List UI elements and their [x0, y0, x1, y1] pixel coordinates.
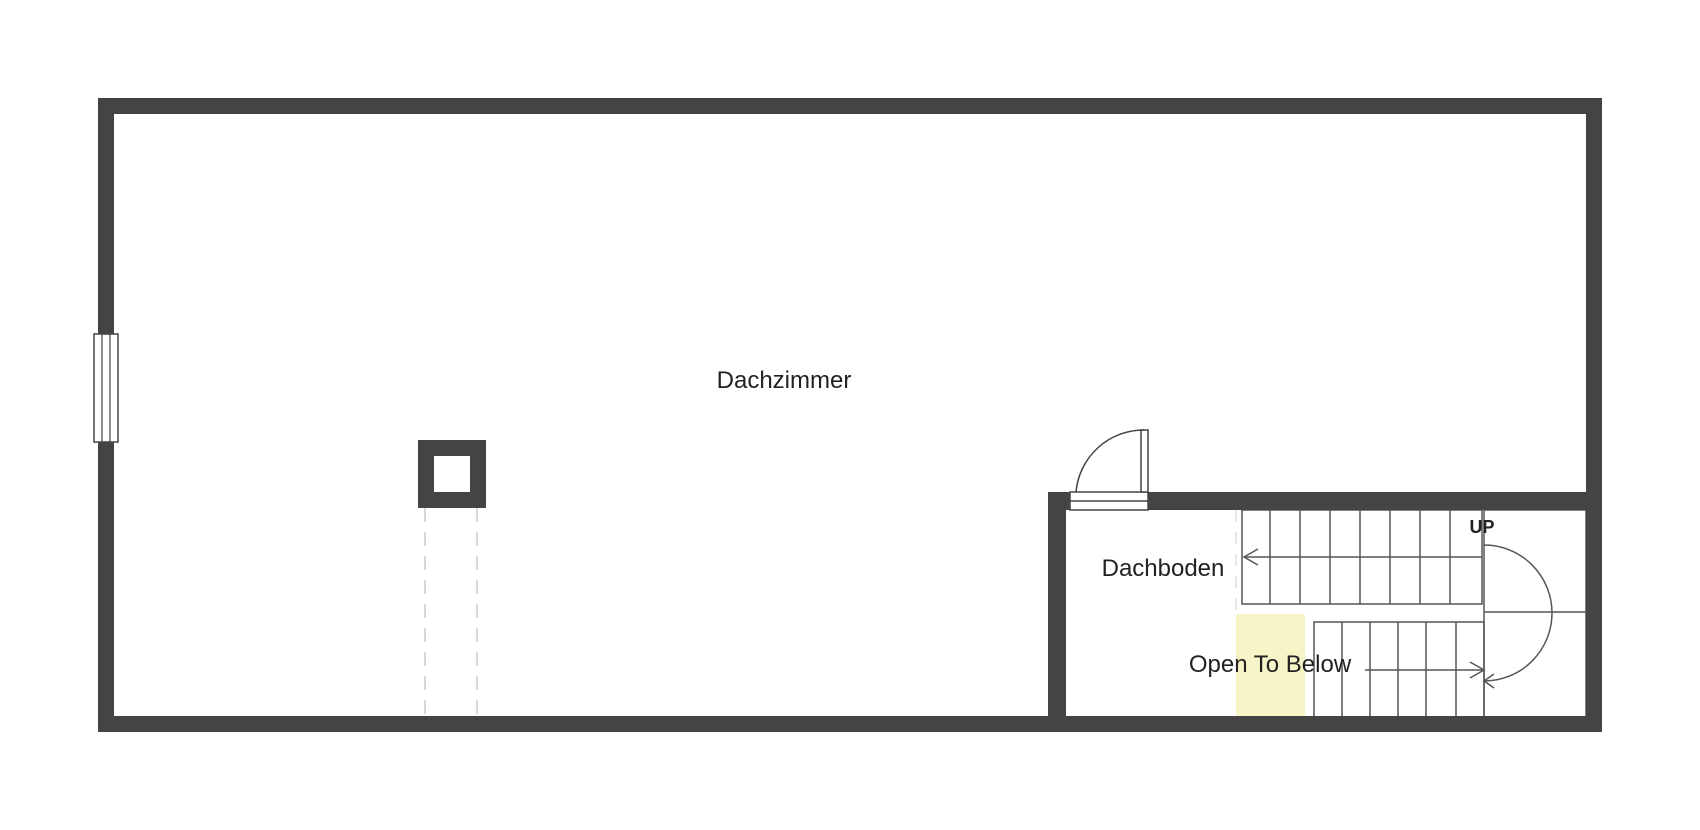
- walls: [98, 98, 1602, 732]
- stairs-up-label: UP: [1469, 517, 1494, 537]
- chimney-guide-lines: [424, 508, 478, 730]
- chimney-icon: [418, 440, 486, 508]
- room-label-main: Dachzimmer: [717, 367, 852, 394]
- stairs-icon: [1241, 509, 1587, 719]
- window-icon: [93, 333, 119, 443]
- open-to-below-label: Open To Below: [1189, 651, 1352, 678]
- room-label-attic: Dachboden: [1102, 555, 1225, 582]
- open-to-below-area: [1236, 614, 1305, 722]
- door-icon: [1069, 429, 1149, 511]
